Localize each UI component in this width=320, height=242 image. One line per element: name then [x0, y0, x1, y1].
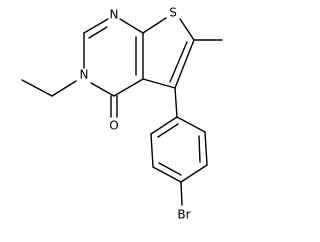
- bond-ph-2-3: [204, 131, 208, 166]
- bond-c7a-s: [142, 17, 167, 34]
- bond-c4-n3: [90, 82, 115, 97]
- bond-ph-6-1: [150, 116, 178, 135]
- bond-ch2-ch3: [21, 79, 53, 97]
- bond-c5-c4a: [142, 78, 176, 89]
- bond-c6-c5-double: [169, 41, 188, 83]
- atom-o: O: [109, 119, 118, 133]
- atom-n-top: N: [110, 8, 119, 22]
- bond-ph-5-6: [150, 133, 154, 168]
- atom-s: S: [169, 6, 177, 20]
- bond-ph-2-3-double: [198, 135, 201, 163]
- structure-svg: N N S O Br: [21, 6, 223, 222]
- bond-ph-3-4: [180, 164, 208, 183]
- bond-ph-4-5: [152, 166, 182, 183]
- bond-s-c6: [179, 18, 195, 41]
- bond-ph-1-2: [176, 116, 206, 133]
- bond-c5-phenyl: [174, 87, 178, 118]
- bond-c-br: [180, 181, 183, 206]
- atom-br: Br: [177, 208, 190, 222]
- bond-c2-n1: [83, 18, 109, 34]
- bond-c4a-c4: [113, 78, 144, 97]
- bond-n3-ch2: [51, 80, 77, 97]
- molecule-diagram: N N S O Br: [21, 6, 223, 222]
- bond-ph-4-5-double: [158, 162, 182, 176]
- bond-c6-c5: [174, 39, 195, 89]
- atom-n-ethyl: N: [80, 68, 89, 82]
- bond-n1-c7a: [119, 18, 144, 34]
- bond-ph-6-1-double: [157, 123, 179, 138]
- bond-c2-n1-double: [88, 26, 108, 39]
